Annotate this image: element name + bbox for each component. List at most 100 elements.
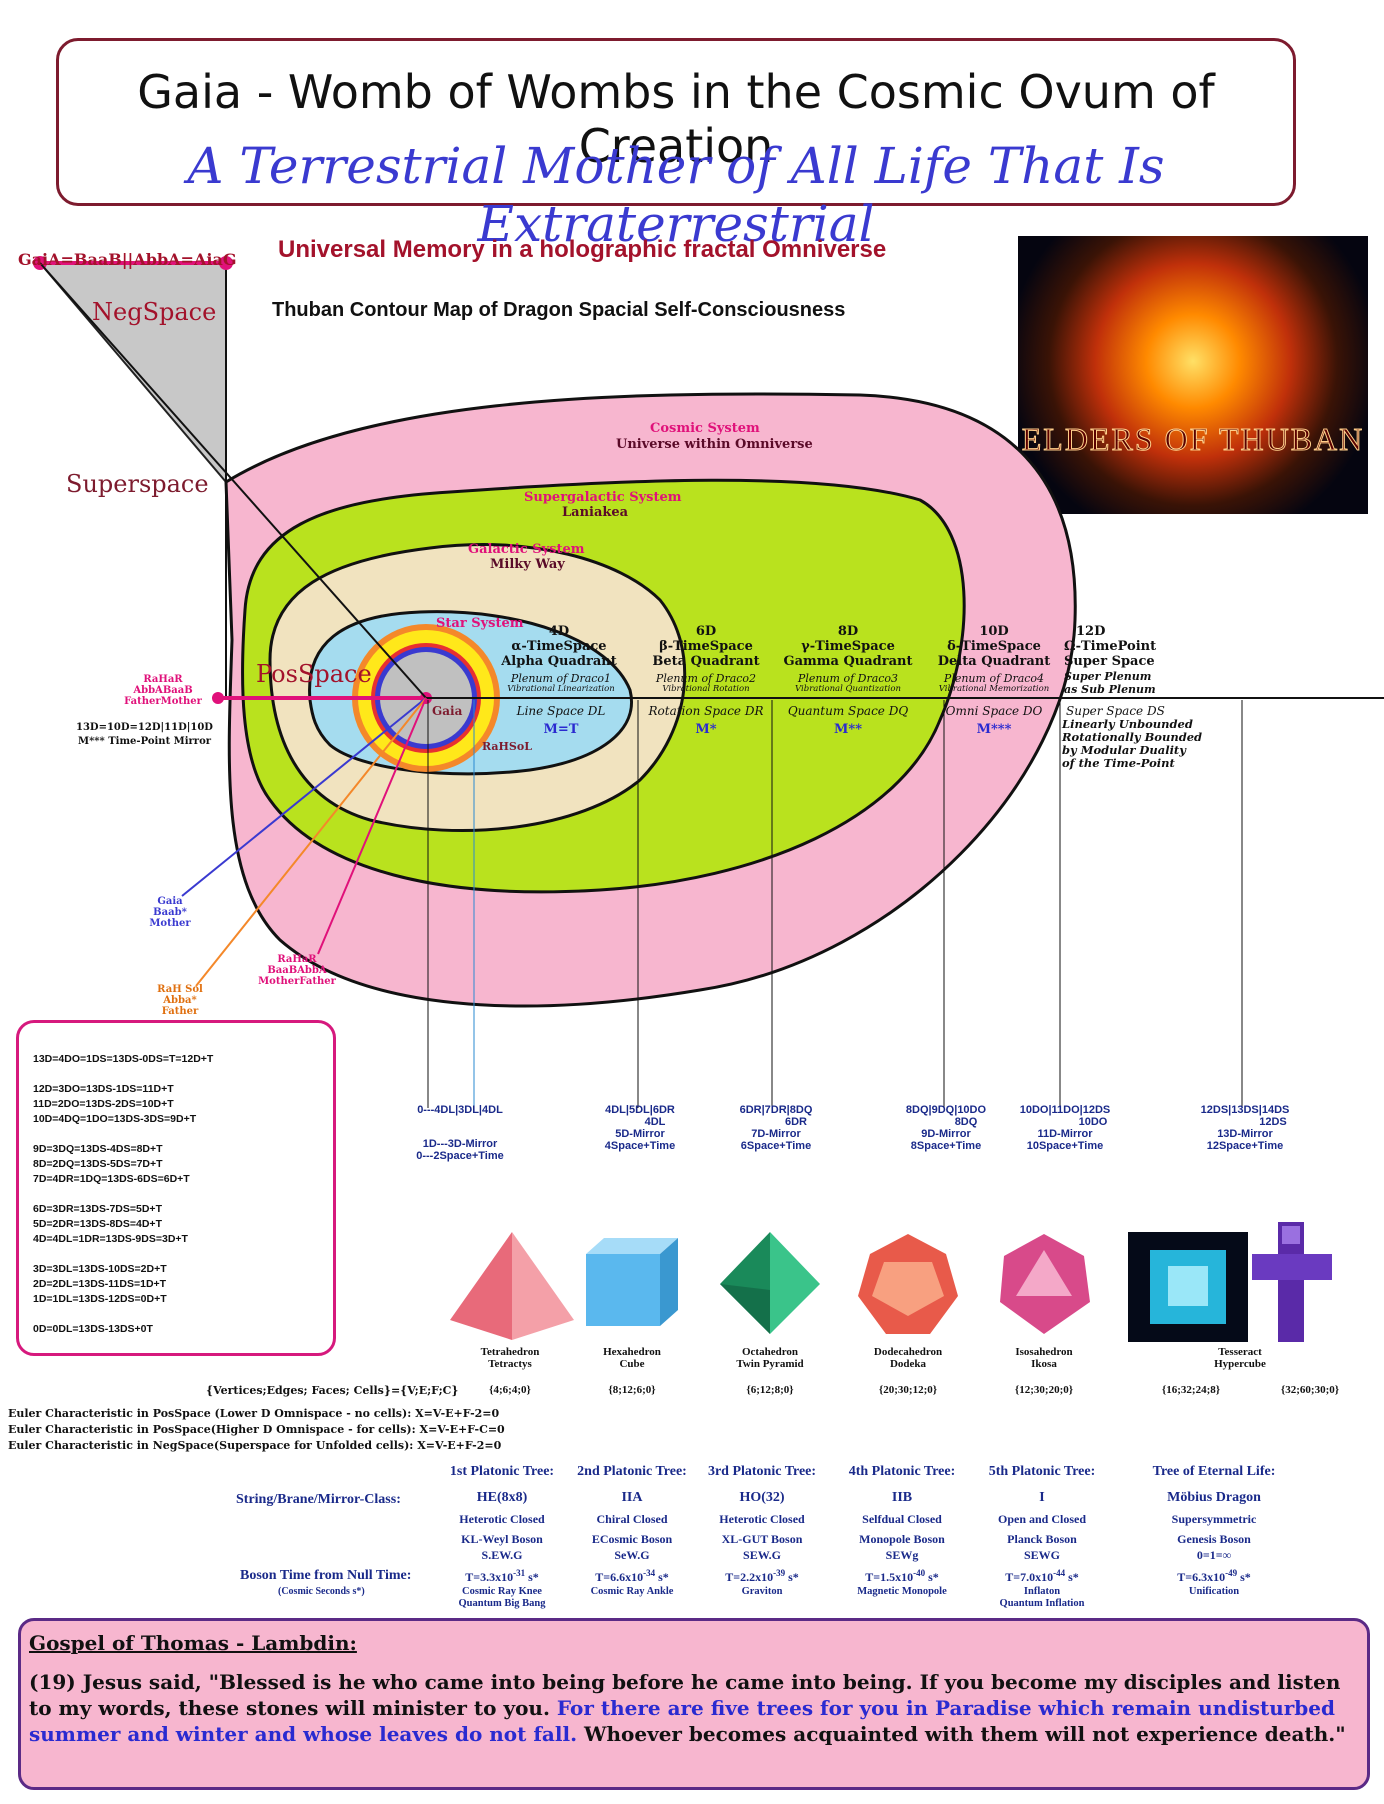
octahedron-label: Octahedron Twin Pyramid <box>710 1346 830 1370</box>
mirror-label-5: 10DO|11DO|12DS 10DO 11D-Mirror 10Space+T… <box>1002 1104 1128 1152</box>
title-box: Gaia - Womb of Wombs in the Cosmic Ovum … <box>56 38 1296 253</box>
super-time: Ω-TimePoint <box>1064 639 1157 654</box>
tree-boson: Planck Boson <box>1007 1532 1077 1546</box>
delta-dim: 10D <box>979 624 1009 639</box>
tree-time-base: T=3.3x10 <box>465 1570 514 1584</box>
tree-head: Tree of Eternal Life: <box>1152 1464 1276 1479</box>
tetrahedron-label: Tetrahedron Tetractys <box>450 1346 570 1370</box>
gospel-box: Gospel of Thomas - Lambdin: (19) Jesus s… <box>18 1618 1370 1790</box>
icosa-vefc: {12;30;20;0} <box>1014 1384 1074 1396</box>
tree-sew: SeW.G <box>614 1548 650 1562</box>
subtitle: A Terrestrial Mother of All Life That Is… <box>187 137 1165 253</box>
super-desc-1: Linearly Unbounded <box>1062 717 1193 731</box>
mirror-2-top: 4DL|5DL|6DR <box>605 1104 675 1116</box>
negspace-label: NegSpace <box>92 298 217 326</box>
mirror-label-4: 8DQ|9DQ|10DO 8DQ 9D-Mirror 8Space+Time <box>886 1104 1006 1152</box>
tree-time-base: T=2.2x10 <box>725 1570 774 1584</box>
tree-time-exp: -34 <box>643 1568 656 1578</box>
tree-time-base: T=7.0x10 <box>1005 1570 1054 1584</box>
rahar-b-2: BaaBAbbA <box>267 965 327 976</box>
rah-sol-label: RaH Sol Abba* Father <box>140 984 220 1017</box>
hexahedron-shape <box>586 1238 678 1326</box>
delta-vib: Vibrational Memorization <box>938 684 1050 694</box>
equation: 4D=4DL=1DR=13DS-9DS=3D+T <box>33 1233 188 1245</box>
mirror-6-l2: 12Space+Time <box>1206 1140 1284 1152</box>
gospel-part-3: Whoever becomes acquainted with them wil… <box>577 1722 1346 1746</box>
tree-time: T=6.6x10-34 s* <box>562 1568 702 1585</box>
mirror-1-top: 0---4DL|3DL|4DL <box>417 1104 503 1116</box>
dodecahedron-shape <box>858 1234 958 1334</box>
hypercube-cross-shape <box>1252 1222 1332 1342</box>
mirror-5-l2: 10Space+Time <box>1026 1140 1104 1152</box>
rahar-2: AbbABaaB <box>133 685 193 696</box>
tree-sew: SEWG <box>1023 1548 1060 1562</box>
gamma-m: M** <box>834 722 862 737</box>
hexa-name: Hexahedron <box>603 1346 661 1358</box>
dodecahedron-label: Dodecahedron Dodeka <box>848 1346 968 1370</box>
equation: 2D=2DL=13DS-11DS=1D+T <box>33 1278 167 1290</box>
galactic-sub: Milky Way <box>490 557 565 572</box>
tree-class: I <box>1039 1490 1045 1505</box>
equation: 8D=2DQ=13DS-5DS=7D+T <box>33 1158 163 1170</box>
tree-class: IIA <box>621 1490 643 1505</box>
posspace-label: PosSpace <box>256 660 372 688</box>
hypercube-vefc: {32;60;30;0} <box>1280 1384 1340 1396</box>
hexa-alt: Cube <box>619 1358 645 1370</box>
alpha-space: Line Space DL <box>516 704 606 718</box>
tree-time: T=1.5x10-40 s* <box>832 1568 972 1585</box>
tree-desc: Inflaton <box>1023 1586 1061 1597</box>
tree-boson: Genesis Boson <box>1177 1532 1251 1546</box>
boson-time-sub: (Cosmic Seconds s*) <box>278 1586 365 1597</box>
mirror-label-6: 12DS|13DS|14DS 12DS 13D-Mirror 12Space+T… <box>1180 1104 1310 1152</box>
dimension-equations-box: 13D=4DO=1DS=13DS-0DS=T=12D+T 12D=3DO=13D… <box>16 1020 336 1356</box>
quadrant-delta: 10D δ-TimeSpace Delta Quadrant <box>930 624 1058 669</box>
mirror-5-sub: 10DO <box>1078 1116 1108 1128</box>
tree-closed: Supersymmetric <box>1171 1512 1257 1526</box>
tree-sew: S.EW.G <box>481 1548 523 1562</box>
equation: 0D=0DL=13DS-13DS+0T <box>33 1323 153 1335</box>
rahar-fathermother: RaHaR AbbABaaB FatherMother <box>118 674 208 707</box>
logo-text: ELDERS OF THUBAN <box>1021 421 1365 458</box>
beta-m: M* <box>695 722 717 737</box>
gamma-time: γ-TimeSpace <box>801 639 895 654</box>
mirror-eq-1: 13D=10D=12D|11D|10D <box>76 722 213 733</box>
tree-time-exp: -44 <box>1053 1568 1066 1578</box>
mirror-4-top: 8DQ|9DQ|10DO <box>905 1104 987 1116</box>
rahar-line <box>317 697 427 955</box>
tree-time-unit: s* <box>525 1570 539 1584</box>
rah-sol-line <box>195 697 427 987</box>
gospel-title: Gospel of Thomas - Lambdin: <box>29 1631 357 1655</box>
super-desc-2: Rotationally Bounded <box>1062 730 1203 744</box>
gaia-baab-1: Gaia Baab* <box>153 896 187 918</box>
main-title: Gaia - Womb of Wombs in the Cosmic Ovum … <box>137 65 1215 173</box>
gospel-body: (19) Jesus said, "Blessed is he who came… <box>29 1669 1359 1747</box>
tree-time-unit: s* <box>925 1570 939 1584</box>
gaia-baab-2: Mother <box>149 918 191 929</box>
mirror-2-l2: 4Space+Time <box>604 1140 676 1152</box>
tesseract-glow-shape <box>1128 1232 1248 1342</box>
tree-time-unit: s* <box>1237 1570 1251 1584</box>
beta-dim: 6D <box>695 624 717 639</box>
tree-desc: Unification <box>1188 1586 1240 1597</box>
tree-boson: XL-GUT Boson <box>721 1532 803 1546</box>
equation: 12D=3DO=13DS-1DS=11D+T <box>33 1083 174 1095</box>
rahar-motherfather: RaHaR BaaBAbbA MotherFather <box>252 954 342 987</box>
mirror-5-l1: 11D-Mirror <box>1037 1128 1093 1140</box>
gospel-part-2: For there are five trees for you in Para… <box>29 1696 1335 1746</box>
quadrant-super: 12D Ω-TimePoint Super Space <box>1064 624 1194 669</box>
beta-name: Beta Quadrant <box>652 654 760 669</box>
tree-class: Möbius Dragon <box>1167 1490 1261 1505</box>
tree-time-unit: s* <box>1065 1570 1079 1584</box>
superspace-diagonal <box>39 262 427 699</box>
octahedron-shape <box>720 1232 820 1334</box>
rah-sol-1: RaH Sol Abba* <box>157 984 203 1006</box>
dodeca-alt: Dodeka <box>889 1358 927 1370</box>
tree-time: T=2.2x10-39 s* <box>692 1568 832 1585</box>
supergalactic-sub: Laniakea <box>562 505 629 520</box>
rahsol-label: RaHSoL <box>482 740 532 753</box>
tree-time-unit: s* <box>655 1570 669 1584</box>
mirror-3-top: 6DR|7DR|8DQ <box>739 1104 813 1116</box>
equation: 6D=3DR=13DS-7DS=5D+T <box>33 1203 162 1215</box>
cosmic-system-sub: Universe within Omniverse <box>616 437 813 452</box>
